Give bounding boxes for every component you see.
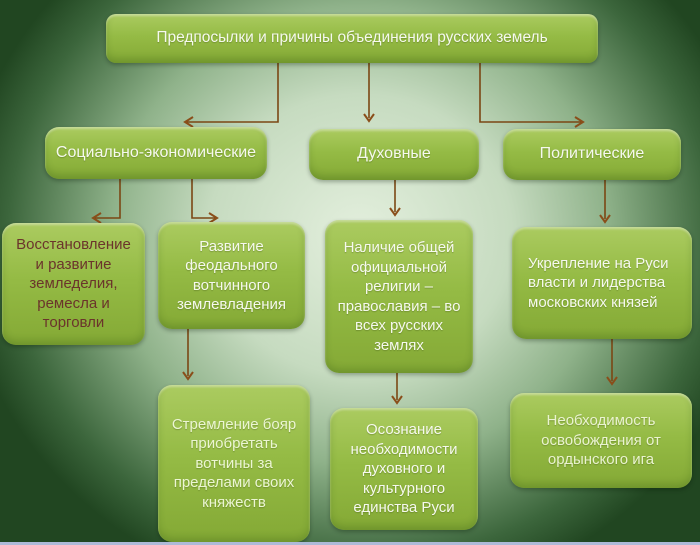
title-text: Предпосылки и причины объединения русски…	[156, 29, 548, 47]
branch-spiritual: Духовные	[309, 129, 479, 180]
connector-title-to-political	[479, 63, 585, 128]
branch-political-label: Политические	[539, 145, 645, 163]
node-moscow-princes-power: Укрепление на Руси власти и лидерства мо…	[512, 227, 692, 339]
node-feudal-landownership: Развитие феодального вотчинного землевла…	[158, 222, 305, 329]
bottom-edge-strip	[0, 542, 700, 545]
node-restoration-agriculture-label: Восстановление и развитие земледелия, ре…	[16, 236, 131, 332]
node-common-religion: Наличие общей официальной религии – прав…	[325, 220, 473, 373]
branch-social-economic: Социально-экономические	[45, 127, 267, 179]
connector-title-to-spiritual	[363, 63, 375, 123]
connector-social-to-feudal	[191, 179, 219, 224]
connector-feudal-to-boyars	[182, 329, 194, 381]
node-boyars-estates-label: Стремление бояр приобретать вотчины за п…	[171, 415, 297, 511]
node-feudal-landownership-label: Развитие феодального вотчинного землевла…	[176, 237, 287, 314]
node-moscow-princes-power-label: Укрепление на Руси власти и лидерства мо…	[528, 254, 669, 311]
node-spiritual-unity-label: Осознание необходимости духовного и куль…	[350, 421, 458, 517]
branch-political: Политические	[503, 129, 681, 180]
node-common-religion-label: Наличие общей официальной религии – прав…	[337, 239, 461, 354]
node-horde-liberation-label: Необходимость освобождения от ордынского…	[541, 412, 661, 469]
connector-spiritual-to-religion	[389, 180, 401, 217]
connector-political-to-moscow	[599, 180, 611, 224]
title-box: Предпосылки и причины объединения русски…	[106, 14, 598, 63]
branch-social-economic-label: Социально-экономические	[55, 143, 257, 161]
connector-social-to-restoration	[91, 179, 121, 224]
connector-moscow-to-horde	[606, 339, 618, 386]
node-boyars-estates: Стремление бояр приобретать вотчины за п…	[158, 385, 310, 542]
node-restoration-agriculture: Восстановление и развитие земледелия, ре…	[2, 223, 145, 345]
node-spiritual-unity: Осознание необходимости духовного и куль…	[330, 408, 478, 530]
node-horde-liberation: Необходимость освобождения от ордынского…	[510, 393, 692, 488]
branch-spiritual-label: Духовные	[357, 145, 431, 163]
connector-title-to-social	[183, 63, 279, 128]
connector-religion-to-unity	[391, 373, 403, 405]
